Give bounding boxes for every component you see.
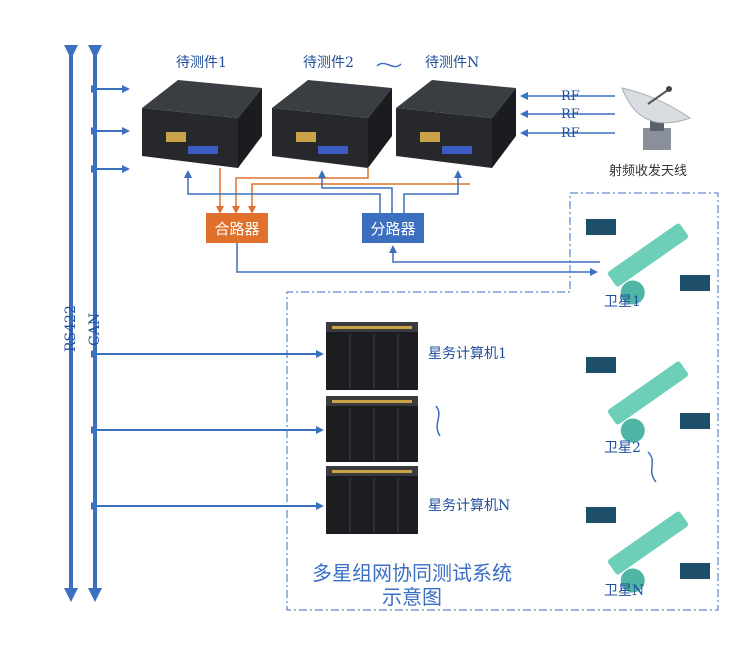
satellite-1-icon bbox=[586, 219, 710, 305]
computer-1-label: 星务计算机1 bbox=[428, 346, 507, 362]
combiner-box bbox=[206, 213, 268, 243]
rf-arrows bbox=[520, 92, 615, 137]
computer-ellipsis bbox=[435, 405, 441, 437]
dut-ellipsis bbox=[376, 62, 402, 68]
splitter-outputs bbox=[184, 170, 462, 213]
system-boundary bbox=[286, 192, 719, 611]
star-computer-n bbox=[326, 466, 418, 534]
dut-1-label: 待测件1 bbox=[176, 55, 227, 71]
antenna-icon bbox=[621, 86, 692, 150]
dut-2-label: 待测件2 bbox=[303, 55, 354, 71]
antenna-label: 射频收发天线 bbox=[609, 164, 688, 179]
bus-stubs bbox=[91, 85, 130, 173]
splitter-label: 分路器 bbox=[370, 219, 416, 238]
dut-n bbox=[396, 80, 516, 168]
dut-1 bbox=[142, 80, 262, 168]
combiner-label: 合路器 bbox=[214, 219, 260, 238]
rf-label-1: RF bbox=[561, 89, 580, 104]
rf-label-2: RF bbox=[561, 107, 580, 122]
combiner-inputs bbox=[216, 168, 470, 214]
bus-computer-links bbox=[91, 350, 324, 510]
satellite-ellipsis bbox=[647, 451, 657, 483]
can-label: CAN bbox=[87, 312, 103, 346]
satellite-1-label: 卫星1 bbox=[604, 294, 641, 310]
diagram-title-line2: 示意图 bbox=[382, 585, 442, 609]
rs422-label: RS422 bbox=[63, 305, 79, 352]
satellite-2-icon bbox=[586, 357, 710, 443]
computer-n-label: 星务计算机N bbox=[428, 498, 511, 514]
rf-label-3: RF bbox=[561, 126, 580, 141]
splitter-box bbox=[362, 213, 424, 243]
satellite-links bbox=[236, 243, 600, 276]
star-computer-2 bbox=[326, 396, 418, 462]
diagram-title-line1: 多星组网协同测试系统 bbox=[312, 561, 512, 585]
star-computer-1 bbox=[326, 322, 418, 390]
dut-n-label: 待测件N bbox=[425, 55, 480, 71]
satellite-2-label: 卫星2 bbox=[604, 440, 641, 456]
satellite-n-label: 卫星N bbox=[604, 583, 645, 599]
dut-2 bbox=[272, 80, 392, 168]
satellite-n-icon bbox=[586, 507, 710, 593]
